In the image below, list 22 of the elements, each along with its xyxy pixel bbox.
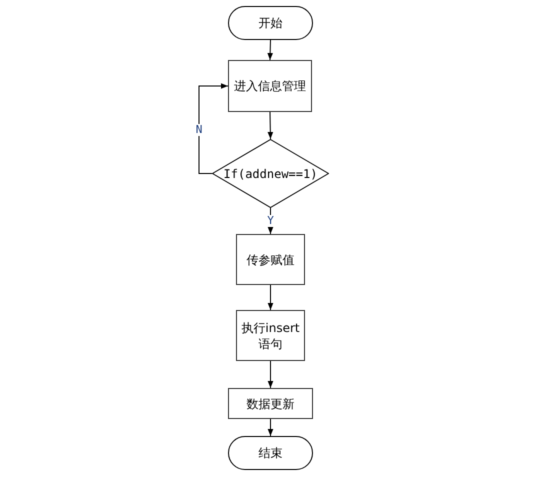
arrow [268, 284, 274, 310]
node-text: 执行insert语句 [240, 320, 301, 352]
node-text: 结束 [258, 445, 284, 461]
arrow [268, 360, 274, 388]
decision-diamond [212, 139, 329, 208]
node-text: 进入信息管理 [233, 78, 307, 94]
terminal-shape [228, 6, 313, 40]
process-box [228, 60, 312, 112]
arrow [198, 83, 228, 174]
terminal-shape [228, 436, 313, 470]
process-box [236, 310, 305, 361]
edge-label: N [194, 124, 204, 136]
node-text: If(addnew==1) [222, 166, 318, 182]
arrow [268, 418, 274, 436]
edge-label: Y [266, 215, 275, 227]
node-text: 开始 [258, 15, 284, 31]
node-text: 数据更新 [246, 396, 296, 412]
arrow [267, 40, 273, 60]
arrow [268, 112, 274, 140]
process-box [228, 388, 313, 419]
node-text: 传参赋值 [246, 252, 296, 268]
process-box [236, 234, 305, 285]
